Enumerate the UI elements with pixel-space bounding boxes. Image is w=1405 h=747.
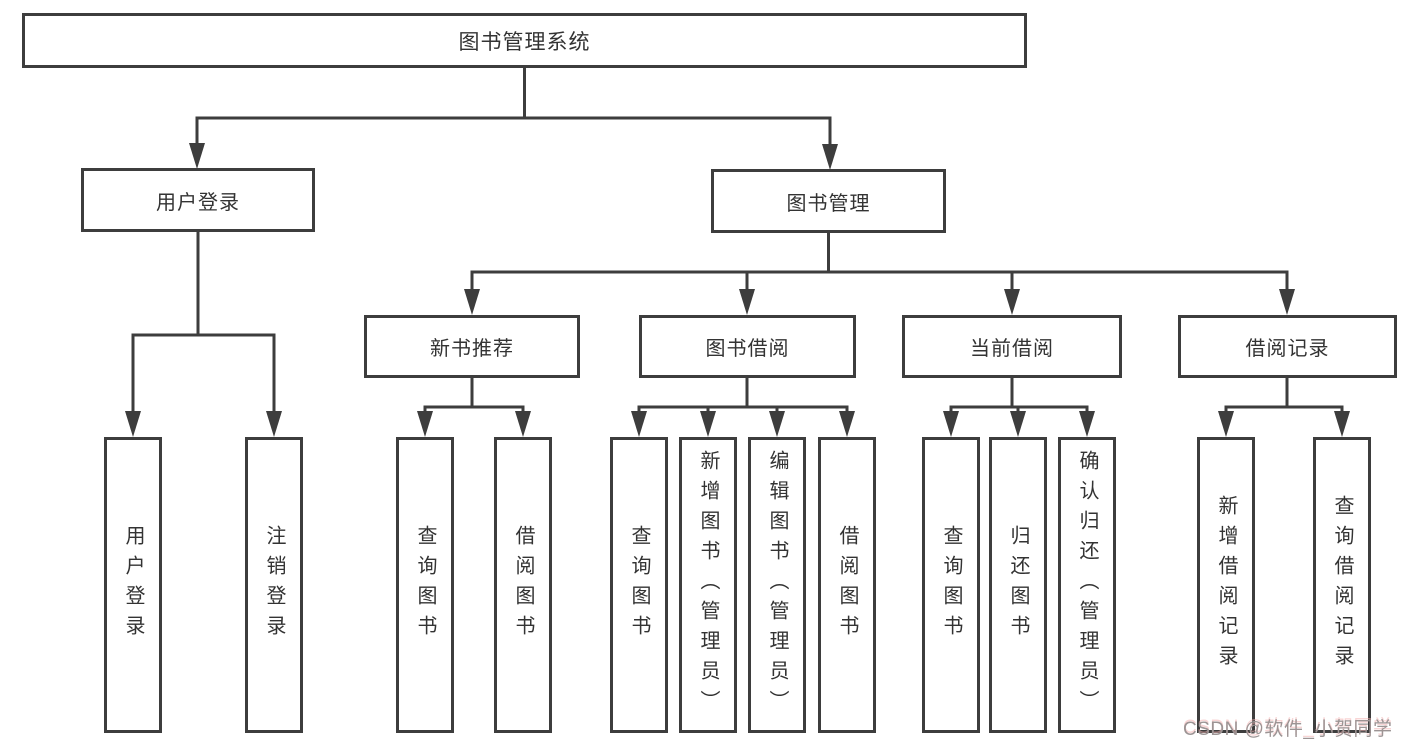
leaf-add-book-admin-label: 新增图书（管理员） <box>697 450 719 720</box>
connector-borrow-records-arrowheads <box>1218 411 1350 437</box>
leaf-return-book: 归还图书 <box>989 437 1047 733</box>
leaf-logout-label: 注销登录 <box>263 525 285 645</box>
connector-new-book-recommend <box>423 378 525 413</box>
leaf-query-book-1: 查询图书 <box>396 437 454 733</box>
leaf-user-login-label: 用户登录 <box>122 525 144 645</box>
leaf-borrow-book-1: 借阅图书 <box>494 437 552 733</box>
connector-root <box>195 68 832 147</box>
connector-book-borrow <box>637 378 849 413</box>
leaf-add-borrow-record: 新增借阅记录 <box>1197 437 1255 733</box>
node-book-management: 图书管理 <box>711 169 946 233</box>
leaf-edit-book-admin-label: 编辑图书（管理员） <box>766 450 788 720</box>
node-current-borrow: 当前借阅 <box>902 315 1122 378</box>
leaf-add-borrow-record-label: 新增借阅记录 <box>1215 495 1237 675</box>
leaf-borrow-book-1-label: 借阅图书 <box>512 525 534 645</box>
leaf-return-book-label: 归还图书 <box>1007 525 1029 645</box>
leaf-confirm-return-admin-label: 确认归还（管理员） <box>1076 450 1098 720</box>
leaf-query-book-3: 查询图书 <box>922 437 980 733</box>
leaf-query-book-2-label: 查询图书 <box>628 525 650 645</box>
leaf-query-book-1-label: 查询图书 <box>414 525 436 645</box>
leaf-edit-book-admin: 编辑图书（管理员） <box>748 437 806 733</box>
leaf-add-book-admin: 新增图书（管理员） <box>679 437 737 733</box>
leaf-query-book-2: 查询图书 <box>610 437 668 733</box>
connector-root-arrowheads <box>189 143 838 170</box>
connector-book-management <box>470 233 1289 292</box>
connector-new-book-recommend-arrowheads <box>417 411 531 437</box>
connector-book-borrow-arrowheads <box>631 411 855 437</box>
leaf-confirm-return-admin: 确认归还（管理员） <box>1058 437 1116 733</box>
node-root: 图书管理系统 <box>22 13 1027 68</box>
connector-user-login <box>131 232 276 413</box>
connector-current-borrow-arrowheads <box>943 411 1095 437</box>
connector-current-borrow <box>949 378 1089 413</box>
leaf-user-login: 用户登录 <box>104 437 162 733</box>
node-new-book-recommend: 新书推荐 <box>364 315 580 378</box>
node-user-login: 用户登录 <box>81 168 315 232</box>
leaf-query-book-3-label: 查询图书 <box>940 525 962 645</box>
leaf-query-borrow-record: 查询借阅记录 <box>1313 437 1371 733</box>
leaf-logout: 注销登录 <box>245 437 303 733</box>
node-borrow-records: 借阅记录 <box>1178 315 1397 378</box>
node-book-borrow: 图书借阅 <box>639 315 856 378</box>
leaf-borrow-book-2-label: 借阅图书 <box>836 525 858 645</box>
connector-borrow-records <box>1224 378 1344 413</box>
leaf-borrow-book-2: 借阅图书 <box>818 437 876 733</box>
connector-user-login-arrowheads <box>125 411 282 437</box>
leaf-query-borrow-record-label: 查询借阅记录 <box>1331 495 1353 675</box>
connector-book-management-arrowheads <box>464 289 1295 315</box>
watermark: CSDN @软件_小贺同学 <box>1183 719 1393 740</box>
